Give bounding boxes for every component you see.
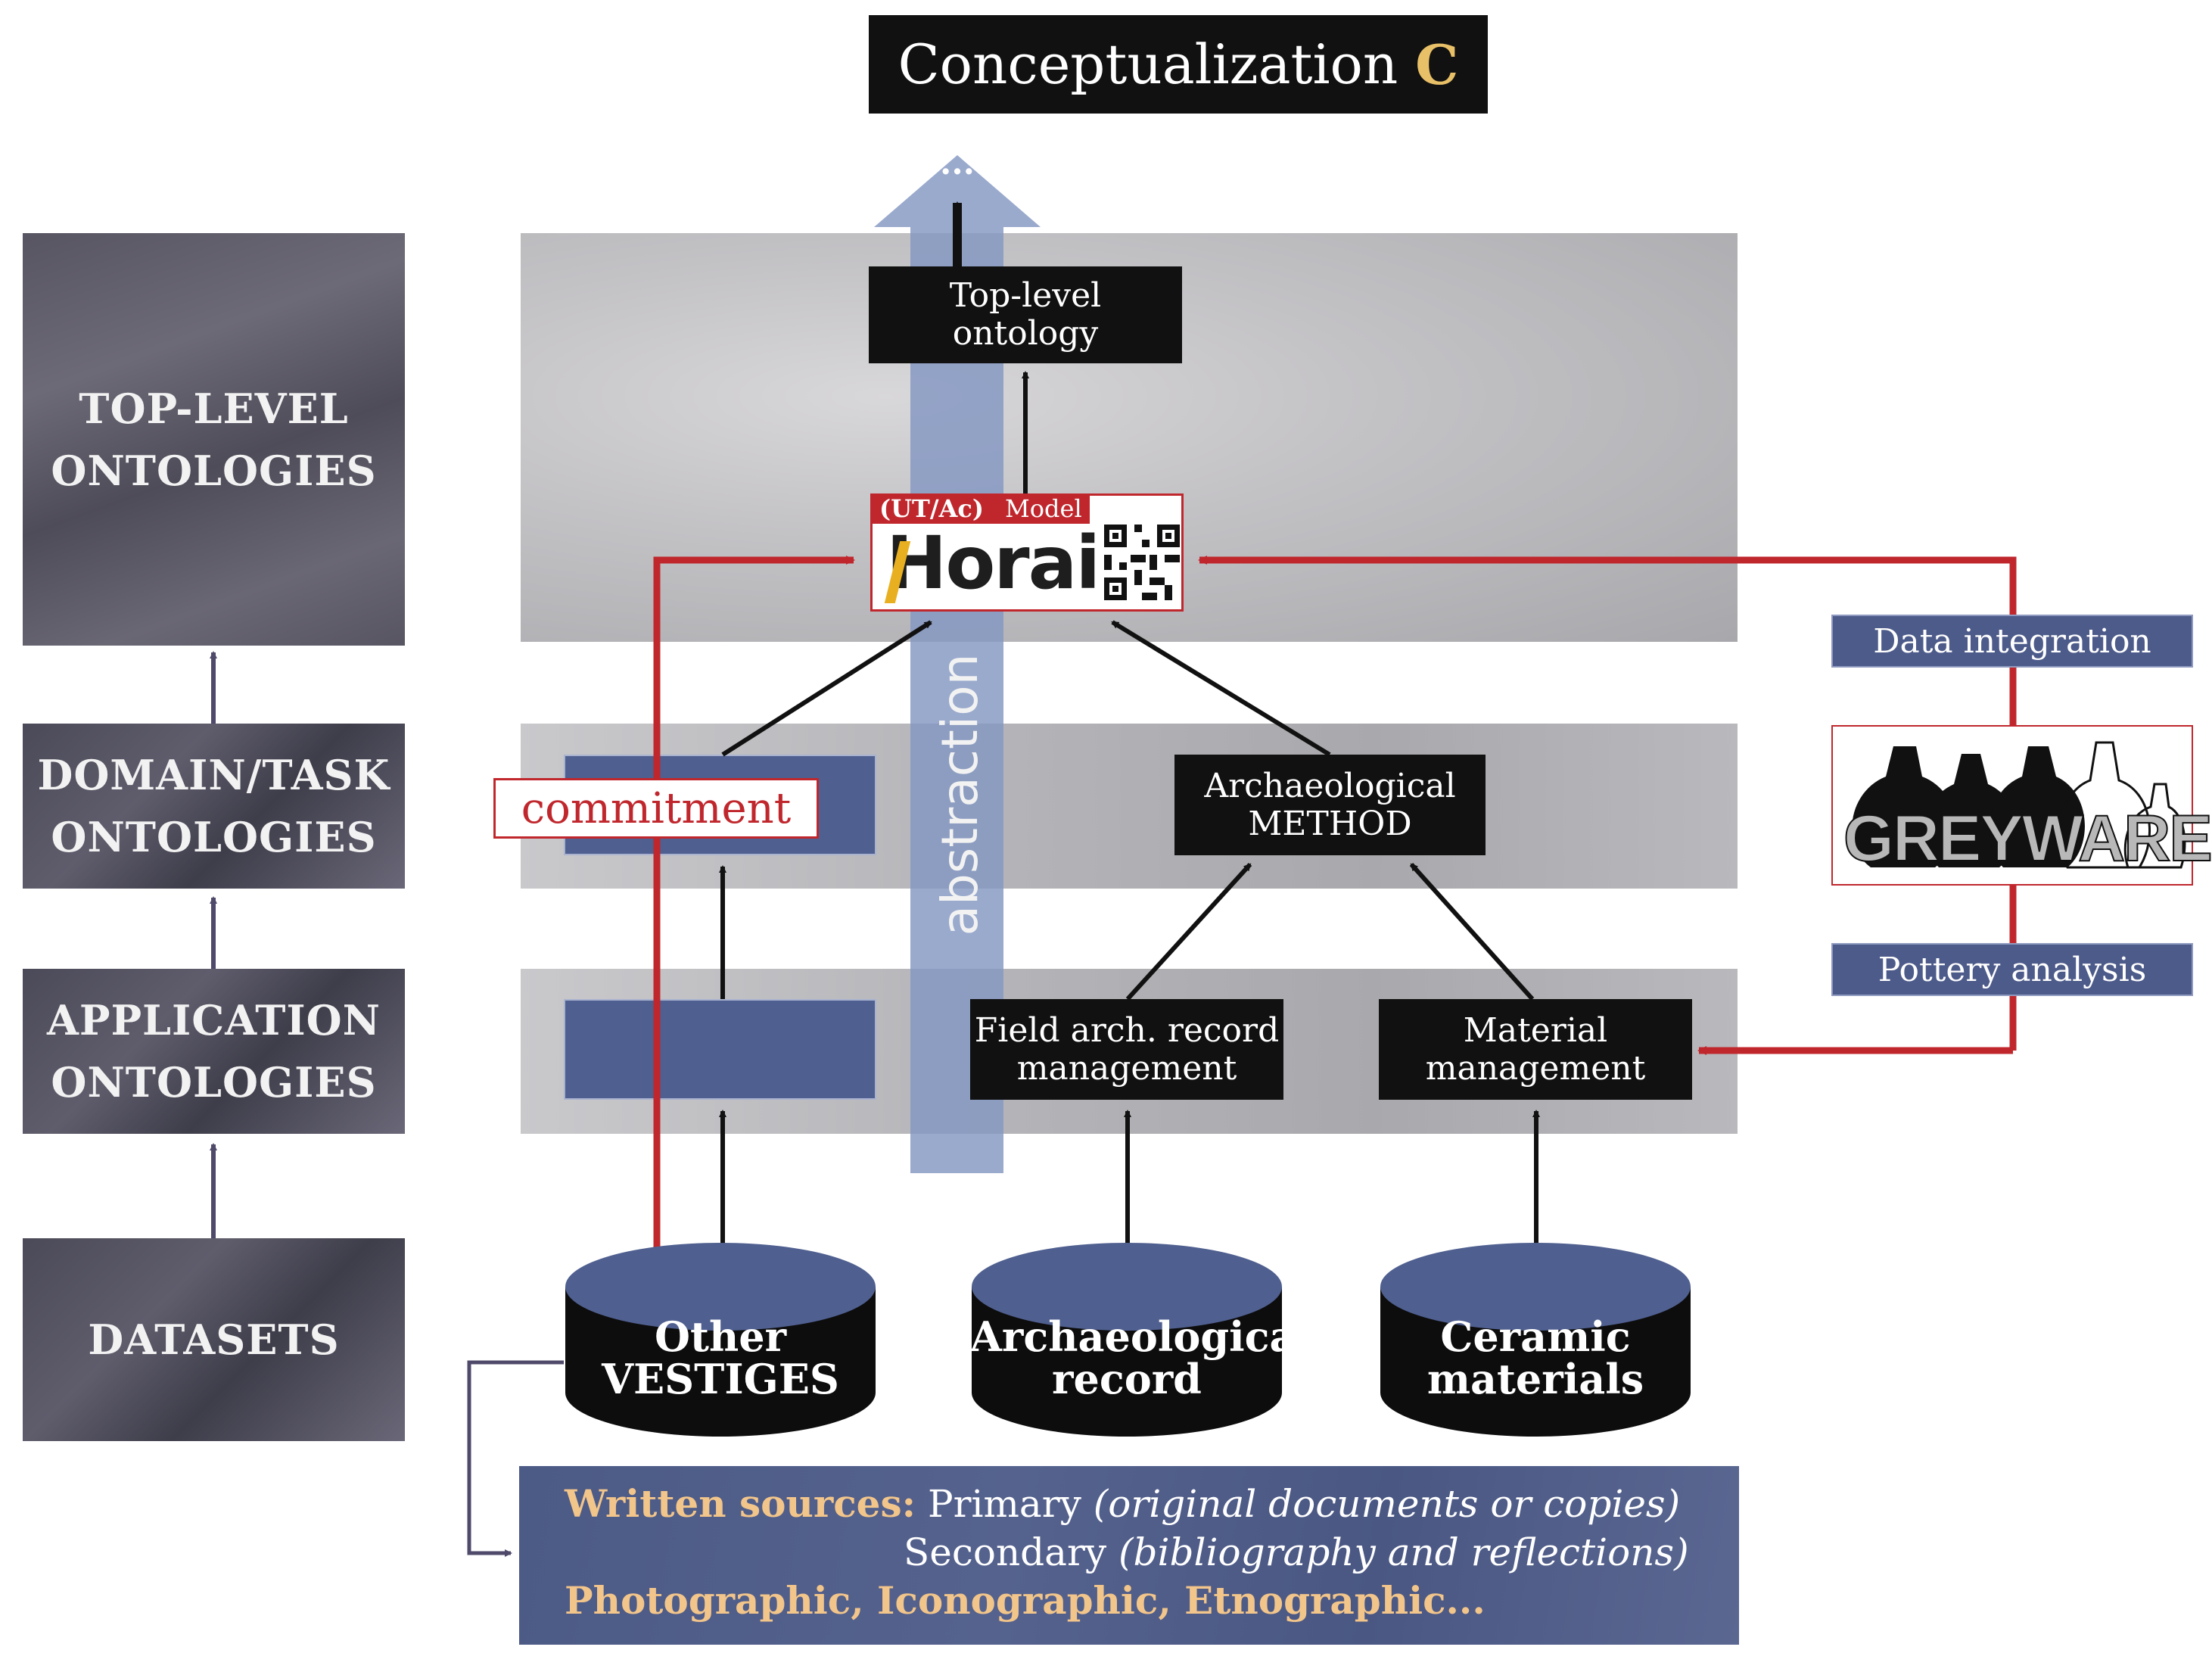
other-sources-line: Photographic, Iconographic, Etnographic.… [565, 1578, 1486, 1623]
top-level-ontology-line1: Top-level [949, 276, 1102, 315]
commitment-arrow [653, 556, 855, 1287]
qr-code-icon [1104, 525, 1180, 600]
arrow-field-to-method [1125, 862, 1252, 1001]
data-integration-label: Data integration [1831, 615, 2193, 668]
abstraction-arrow [874, 155, 1041, 1173]
level-top-line2: ONTOLOGIES [51, 446, 377, 495]
greyware-wordmark: GREYWARE [1843, 802, 2212, 876]
conceptualization-letter: C [1415, 32, 1459, 97]
level-application-line1: APPLICATION [46, 996, 381, 1044]
level-top-line1: TOP-LEVEL [79, 384, 349, 433]
application-blank-box [564, 999, 876, 1100]
top-level-ontology-box: Top-level ontology [869, 266, 1182, 363]
data-integration-arrow [1198, 556, 2017, 1051]
pottery-analysis-label: Pottery analysis [1831, 943, 2193, 996]
other-vestiges-line2: VESTIGES [602, 1355, 839, 1403]
cylinder-other-vestiges [565, 1243, 876, 1437]
level-application-ontologies: APPLICATION ONTOLOGIES [23, 969, 405, 1134]
arch-record-line1: Archaeological [970, 1312, 1312, 1361]
ellipsis-label: ... [940, 143, 975, 182]
cylinder-ceramic-materials [1380, 1243, 1691, 1437]
sources-connector [467, 1360, 564, 1557]
sources-secondary-row: Secondary (bibliography and reflections) [565, 1528, 1739, 1577]
arrow-domain-blank-to-horai [721, 620, 932, 757]
primary-note: (original documents or copies) [1093, 1482, 1681, 1526]
sources-box: Written sources: Primary (original docum… [519, 1466, 1739, 1645]
sources-primary-row: Written sources: Primary (original docum… [565, 1480, 1739, 1528]
archaeological-method-box: Archaeological METHOD [1174, 755, 1486, 855]
commitment-label: commitment [493, 778, 819, 839]
level-domain-line1: DOMAIN/TASK [37, 751, 390, 799]
horai-badge-left: (UT/Ac) [879, 494, 984, 523]
arch-method-line1: Archaeological [1204, 766, 1456, 805]
written-sources-label: Written sources: [565, 1481, 916, 1526]
arrow-method-to-horai [1111, 620, 1331, 757]
pottery-vessels-icon [1852, 741, 2186, 869]
field-record-line1: Field arch. record [974, 1010, 1280, 1050]
material-management-box: Material management [1379, 999, 1692, 1100]
level-top-level-ontologies: TOP-LEVEL ONTOLOGIES [23, 233, 405, 646]
arch-method-line2: METHOD [1248, 804, 1412, 843]
level-datasets-label: DATASETS [88, 1315, 340, 1364]
horai-logo: (UT/Ac) Model Horai [870, 493, 1184, 612]
ceramic-line2: materials [1426, 1355, 1644, 1403]
level-domain-task-ontologies: DOMAIN/TASK ONTOLOGIES [23, 724, 405, 889]
material-mgmt-line1: Material [1463, 1010, 1608, 1050]
arrow-material-to-method [1409, 862, 1535, 1001]
horai-badge-right: Model [1005, 494, 1082, 523]
field-record-line2: management [1016, 1048, 1237, 1088]
greyware-logo: GREYWARE [1831, 725, 2212, 886]
level-datasets: DATASETS [23, 1238, 405, 1441]
conceptualization-text: Conceptualization [898, 33, 1398, 96]
horai-badge: (UT/Ac) Model [870, 493, 1090, 524]
top-level-ontology-line2: ontology [952, 314, 1099, 353]
ceramic-materials-label: Ceramic materials [1379, 1315, 1692, 1400]
conceptualization-title: Conceptualization C [869, 15, 1488, 114]
cylinder-archaeological-record [972, 1243, 1282, 1437]
archaeological-record-label: Archaeological record [970, 1312, 1312, 1403]
level-application-line2: ONTOLOGIES [51, 1058, 377, 1107]
horai-wordmark: Horai [886, 521, 1100, 606]
secondary-label: Secondary [904, 1530, 1107, 1574]
ceramic-line1: Ceramic [1440, 1312, 1631, 1361]
other-vestiges-label: Other VESTIGES [564, 1315, 877, 1400]
field-record-management-box: Field arch. record management [970, 999, 1283, 1100]
material-mgmt-line2: management [1425, 1048, 1646, 1088]
arch-record-line2: record [1052, 1355, 1202, 1403]
level-domain-line2: ONTOLOGIES [51, 813, 377, 861]
secondary-note: (bibliography and reflections) [1118, 1530, 1689, 1574]
other-vestiges-line1: Other [654, 1312, 787, 1361]
primary-label: Primary [927, 1482, 1081, 1526]
